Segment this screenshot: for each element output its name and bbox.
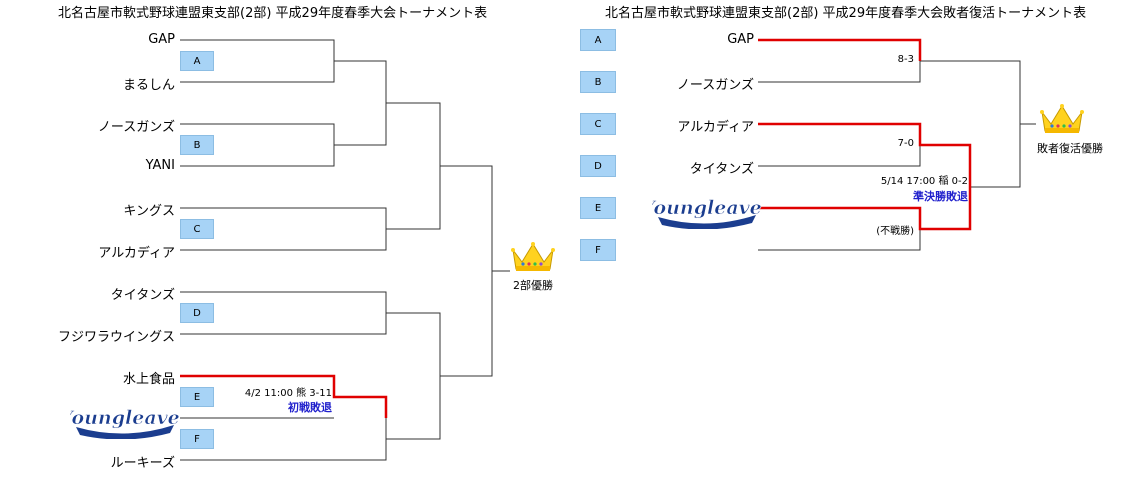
youngleaves-logo-right: Youngleaves bbox=[641, 187, 773, 233]
right-seed-b: B bbox=[580, 71, 616, 93]
left-seed-d: D bbox=[180, 303, 214, 323]
right-lost-label: 準決勝敗退 bbox=[913, 190, 968, 203]
right-score-1: 8-3 bbox=[897, 54, 914, 65]
crown-icon bbox=[511, 240, 555, 278]
right-score-2: 7-0 bbox=[897, 138, 914, 149]
right-team-2: ノースガンズ bbox=[676, 78, 754, 93]
right-team-3: アルカディア bbox=[677, 120, 754, 135]
svg-text:Youngleaves: Youngleaves bbox=[70, 407, 180, 429]
left-team-3: ノースガンズ bbox=[97, 120, 175, 135]
right-title: 北名古屋市軟式野球連盟東支部(2部) 平成29年度春季大会敗者復活トーナメント表 bbox=[605, 6, 1087, 21]
right-seed-d: D bbox=[580, 155, 616, 177]
left-seed-f: F bbox=[180, 429, 214, 449]
left-seed-b: B bbox=[180, 135, 214, 155]
right-team-1: GAP bbox=[727, 32, 754, 47]
left-team-6: アルカディア bbox=[98, 246, 175, 261]
svg-text:Youngleaves: Youngleaves bbox=[652, 197, 762, 219]
left-team-1: GAP bbox=[148, 32, 175, 47]
crown-icon-right bbox=[1040, 102, 1084, 140]
right-seed-c: C bbox=[580, 113, 616, 135]
left-team-2: まるしん bbox=[122, 78, 175, 93]
left-lost-label: 初戦敗退 bbox=[288, 401, 332, 414]
right-winner-label: 敗者復活優勝 bbox=[1037, 142, 1103, 155]
left-team-9: 水上食品 bbox=[122, 372, 175, 387]
right-seed-f: F bbox=[580, 239, 616, 261]
right-team-4: タイタンズ bbox=[689, 162, 754, 177]
left-title: 北名古屋市軟式野球連盟東支部(2部) 平成29年度春季大会トーナメント表 bbox=[58, 6, 488, 21]
left-seed-e: E bbox=[180, 387, 214, 407]
youngleaves-logo: Youngleaves bbox=[59, 397, 191, 443]
right-seed-a: A bbox=[580, 29, 616, 51]
right-seed-e: E bbox=[580, 197, 616, 219]
right-semi-note: 5/14 17:00 稲 0-2 bbox=[880, 176, 968, 187]
left-winner-label: 2部優勝 bbox=[513, 279, 553, 292]
left-seed-a: A bbox=[180, 51, 214, 71]
left-team-4: YANI bbox=[145, 158, 175, 173]
left-team-8: フジワラウイングス bbox=[57, 330, 175, 345]
right-score-3: (不戦勝) bbox=[876, 226, 914, 237]
left-seed-c: C bbox=[180, 219, 214, 239]
left-match-note: 4/2 11:00 熊 3-11 bbox=[244, 388, 332, 399]
left-team-5: キングス bbox=[123, 204, 175, 219]
left-team-11: ルーキーズ bbox=[110, 456, 175, 471]
left-team-7: タイタンズ bbox=[110, 288, 175, 303]
